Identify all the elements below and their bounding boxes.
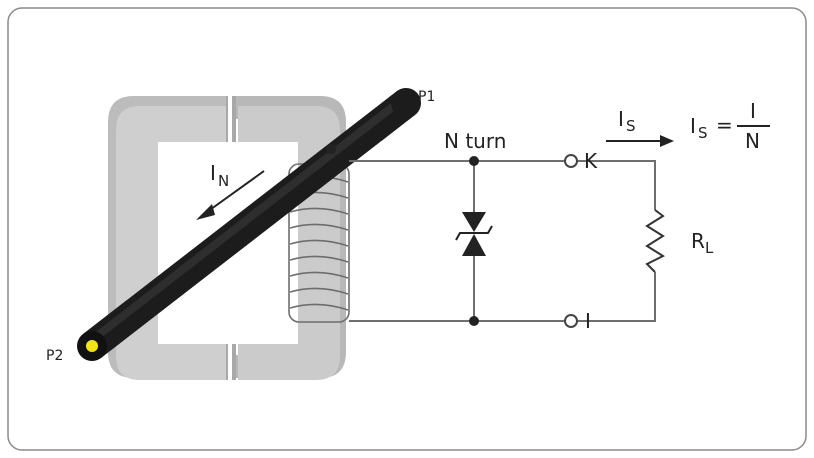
p2-label: P2 bbox=[46, 348, 63, 364]
bidirectional-zener-diode-icon bbox=[455, 212, 493, 256]
primary-current-label: I bbox=[210, 161, 216, 185]
arrow-down-left-icon bbox=[196, 170, 265, 220]
junction-top bbox=[469, 156, 479, 166]
terminal-i-label: I bbox=[585, 309, 591, 333]
formula-lhs-subscript: S bbox=[698, 124, 708, 142]
secondary-current-label: I bbox=[618, 107, 624, 131]
p1-label: P1 bbox=[418, 89, 435, 105]
formula-equals: = bbox=[716, 113, 733, 137]
formula-lhs: I bbox=[690, 114, 696, 138]
resistor-label: R bbox=[691, 229, 705, 253]
resistor-zigzag-icon bbox=[645, 209, 666, 273]
conductor-end-cap bbox=[391, 88, 421, 118]
formula-denominator: N bbox=[745, 129, 760, 153]
terminal-k-node bbox=[564, 154, 578, 168]
terminal-i-node bbox=[564, 314, 578, 328]
secondary-current-subscript: S bbox=[626, 117, 636, 135]
formula-numerator: I bbox=[750, 99, 756, 123]
resistor-subscript: L bbox=[705, 239, 714, 257]
primary-conductor bbox=[77, 88, 421, 361]
terminal-k-label: K bbox=[584, 149, 598, 173]
conductor-core-dot bbox=[86, 340, 98, 352]
arrow-right-icon bbox=[606, 135, 674, 147]
secondary-winding-coil bbox=[288, 163, 350, 323]
junction-bottom bbox=[469, 316, 479, 326]
polarity-dot bbox=[326, 144, 336, 154]
primary-current-subscript: N bbox=[218, 172, 229, 190]
circuit-wiring bbox=[349, 160, 656, 322]
n-turn-label: N turn bbox=[444, 129, 506, 153]
